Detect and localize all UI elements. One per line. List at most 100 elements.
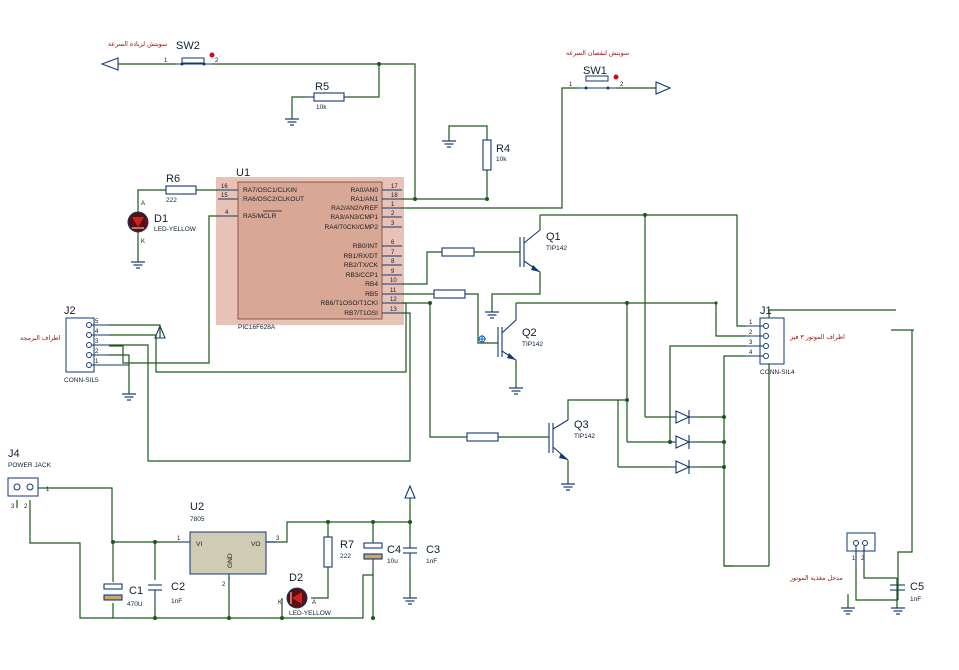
u1-pin4-num: 4 (225, 210, 229, 216)
u1-pin16-num: 16 (221, 184, 228, 190)
j2-ref: J2 (64, 305, 76, 317)
c4-value: 10u (387, 558, 398, 565)
u1-rb2-label: RB2/TX/CK (344, 262, 379, 269)
ground-icon (402, 597, 418, 605)
u1-pin13-num: 13 (390, 307, 397, 313)
u2-vi-label: VI (196, 541, 202, 548)
r6-ref: R6 (166, 173, 180, 185)
r6-resistor[interactable]: R6 222 (165, 173, 197, 204)
u2-pin2: 2 (222, 582, 226, 588)
r4-value: 10k (496, 156, 507, 163)
j1-pin3: 3 (749, 340, 753, 346)
q3-value: TIP142 (574, 433, 595, 440)
u1-pin6-num: 6 (391, 240, 395, 246)
q1-value: TIP142 (546, 245, 567, 252)
rb4-base-resistor[interactable] (441, 247, 475, 257)
sw2-pin1: 1 (164, 58, 168, 64)
j4-pin2: 2 (24, 504, 28, 510)
u1-pin18-num: 18 (391, 193, 398, 199)
d1-value: LED-YELLOW (154, 226, 197, 233)
q2-ref: Q2 (522, 327, 537, 339)
motor-supply-connector[interactable]: 1 2 مدخل مغذية الموتور (789, 532, 876, 582)
diode-b[interactable] (670, 435, 698, 449)
u1-ref: U1 (236, 167, 250, 179)
u1-part: PIC16F628A (238, 324, 276, 331)
u1-pin16-label: RA7/OSC1/CLKIN (243, 187, 297, 194)
r6-value: 222 (166, 197, 177, 204)
r5-resistor[interactable]: R5 10k (306, 81, 348, 111)
c2-value: 1nF (171, 598, 182, 605)
ground-icon (121, 393, 137, 401)
u2-ref: U2 (190, 501, 204, 513)
diode-c[interactable] (670, 460, 698, 474)
u1-microcontroller[interactable]: U1 PIC16F628A RA7/OSC1/CLKIN RA6/OSC2/CL… (216, 167, 404, 331)
u1-pin2-num: 2 (391, 211, 395, 217)
c4-capacitor[interactable]: C4 10u (363, 542, 401, 568)
r5-ref: R5 (315, 81, 329, 93)
r4-resistor[interactable]: R4 10k (482, 139, 510, 171)
sw1-pushbutton[interactable]: SW1 1 2 سويتش لنقصان السرعة (566, 50, 629, 90)
diode-a[interactable] (670, 410, 698, 424)
q1-transistor[interactable]: Q1 TIP142 (519, 229, 567, 273)
r7-value: 222 (340, 553, 351, 560)
q2-transistor[interactable]: Q2 TIP142 (497, 303, 543, 361)
u1-pin11-num: 11 (390, 288, 397, 294)
u2-pin3: 3 (276, 536, 280, 542)
c2-capacitor[interactable]: C2 1nF (148, 581, 185, 605)
motor-supply-pin2: 2 (861, 556, 865, 562)
j1-pin4: 4 (749, 350, 753, 356)
q3-ref: Q3 (574, 419, 589, 431)
ground-icon (130, 261, 146, 269)
sw2-pushbutton[interactable]: SW2 1 2 سويتش لزيادة السرعة (108, 40, 219, 66)
j4-power-jack[interactable]: J4 POWER JACK 1 2 3 (7, 448, 52, 510)
u2-voltage-regulator[interactable]: U2 7805 VI VO GND 1 2 3 (177, 501, 280, 588)
j2-arabic-label: اطراف البرمجة (20, 335, 61, 342)
sw2-output-terminal-icon (100, 57, 119, 71)
u2-vo-label: VO (251, 541, 261, 548)
c1-ref: C1 (129, 585, 143, 597)
j4-value: POWER JACK (8, 462, 52, 469)
ground-icon (890, 607, 906, 615)
j1-connector[interactable]: J1 CONN-SIL4 1 2 3 4 اطراف الموتور ٣ فيز (746, 305, 845, 376)
sw1-pin1: 1 (569, 82, 573, 88)
d2-value: LED-YELLOW (289, 610, 332, 617)
d2-anode: A (312, 600, 316, 606)
u1-pin4-label: RA5/MCLR (243, 213, 277, 220)
d1-led[interactable]: A K D1 LED-YELLOW (127, 201, 197, 245)
q3-transistor[interactable]: Q3 TIP142 (548, 419, 595, 461)
motor-supply-arabic-label: مدخل مغذية الموتور (789, 575, 843, 582)
r7-resistor[interactable]: R7 222 (323, 536, 354, 568)
d2-cathode: K (278, 600, 282, 606)
j1-ref: J1 (760, 305, 772, 317)
u1-pin7-num: 7 (391, 250, 395, 256)
c5-ref: C5 (910, 581, 924, 593)
r4-ref: R4 (496, 143, 510, 155)
c1-capacitor[interactable]: C1 470U (103, 583, 143, 608)
u2-gnd-label: GND (227, 553, 234, 568)
u1-rb6-label: RB6/T1OSO/T1CKI (320, 300, 378, 307)
d2-ref: D2 (289, 572, 303, 584)
j4-pin3: 3 (11, 504, 15, 510)
r7-ref: R7 (340, 539, 354, 551)
d1-cathode: K (141, 239, 145, 245)
d2-led[interactable]: D2 LED-YELLOW K A (278, 572, 332, 617)
rb5-base-resistor[interactable] (433, 289, 466, 299)
j2-value: CONN-SIL5 (64, 377, 99, 384)
c3-capacitor[interactable]: C3 1nF (403, 542, 440, 568)
ground-icon (441, 140, 457, 148)
j1-pin1: 1 (749, 320, 753, 326)
j2-pin5: 5 (95, 319, 99, 325)
c5-capacitor[interactable]: C5 1nF (890, 581, 924, 603)
j2-pin1: 1 (95, 359, 99, 365)
ground-icon (560, 483, 576, 491)
power-terminal-icon (404, 484, 416, 499)
sw1-output-terminal-icon (655, 81, 672, 95)
power-terminal-icon (154, 324, 166, 339)
sw2-arabic-label: سويتش لزيادة السرعة (108, 41, 167, 48)
rb6-base-resistor[interactable] (466, 432, 499, 442)
d1-ref: D1 (154, 213, 168, 225)
j4-pin1: 1 (46, 487, 50, 493)
u1-pin9-num: 9 (391, 269, 395, 275)
u1-pin1-num: 1 (391, 202, 395, 208)
j2-connector[interactable]: J2 CONN-SIL5 5 4 3 2 1 اطراف البرمجة (20, 305, 129, 384)
